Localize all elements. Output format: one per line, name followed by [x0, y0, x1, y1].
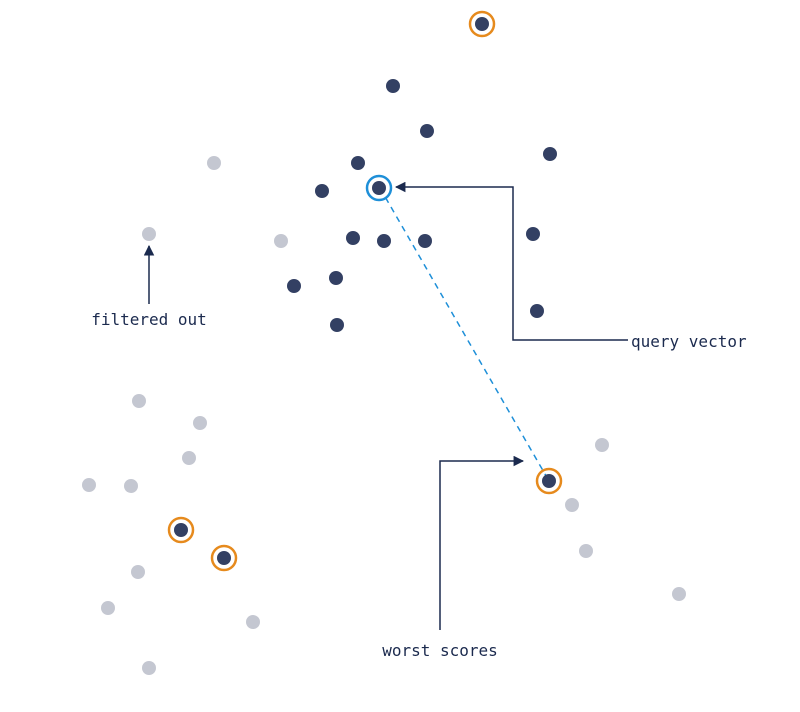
filtered-out-label: filtered out: [91, 310, 207, 329]
worst-score-point: [210, 544, 238, 572]
query-vector-point: [365, 174, 393, 202]
worst-score-point: [535, 467, 563, 495]
candidate-point: [420, 124, 434, 138]
filtered-point: [131, 565, 145, 579]
filtered-point: [595, 438, 609, 452]
filtered-point: [274, 234, 288, 248]
distance-line: [379, 187, 550, 482]
filtered-point: [579, 544, 593, 558]
candidate-point: [386, 79, 400, 93]
query-vector-label: query vector: [631, 332, 747, 351]
candidate-point: [315, 184, 329, 198]
candidate-point: [329, 271, 343, 285]
candidate-point: [377, 234, 391, 248]
candidate-point: [287, 279, 301, 293]
filtered-point: [82, 478, 96, 492]
query-vector-arrow: [394, 181, 628, 341]
filtered-point: [101, 601, 115, 615]
filtered-point: [246, 615, 260, 629]
filtered-point: [672, 587, 686, 601]
filtered-point: [124, 479, 138, 493]
filtered-point: [182, 451, 196, 465]
candidate-point: [346, 231, 360, 245]
candidate-point: [530, 304, 544, 318]
candidate-point: [418, 234, 432, 248]
candidate-point: [330, 318, 344, 332]
candidate-point: [351, 156, 365, 170]
worst-score-point: [468, 10, 496, 38]
filtered-point: [142, 661, 156, 675]
filtered-point: [565, 498, 579, 512]
worst-scores-label: worst scores: [382, 641, 498, 660]
filtered-point: [193, 416, 207, 430]
worst-scores-arrow: [439, 455, 525, 630]
worst-score-point: [167, 516, 195, 544]
filtered-points: [82, 156, 686, 675]
candidate-point: [543, 147, 557, 161]
candidate-point: [526, 227, 540, 241]
filtered-point: [207, 156, 221, 170]
candidate-points: [287, 79, 557, 332]
worst-score-points: [167, 10, 563, 572]
filtered-point: [142, 227, 156, 241]
filtered-point: [132, 394, 146, 408]
